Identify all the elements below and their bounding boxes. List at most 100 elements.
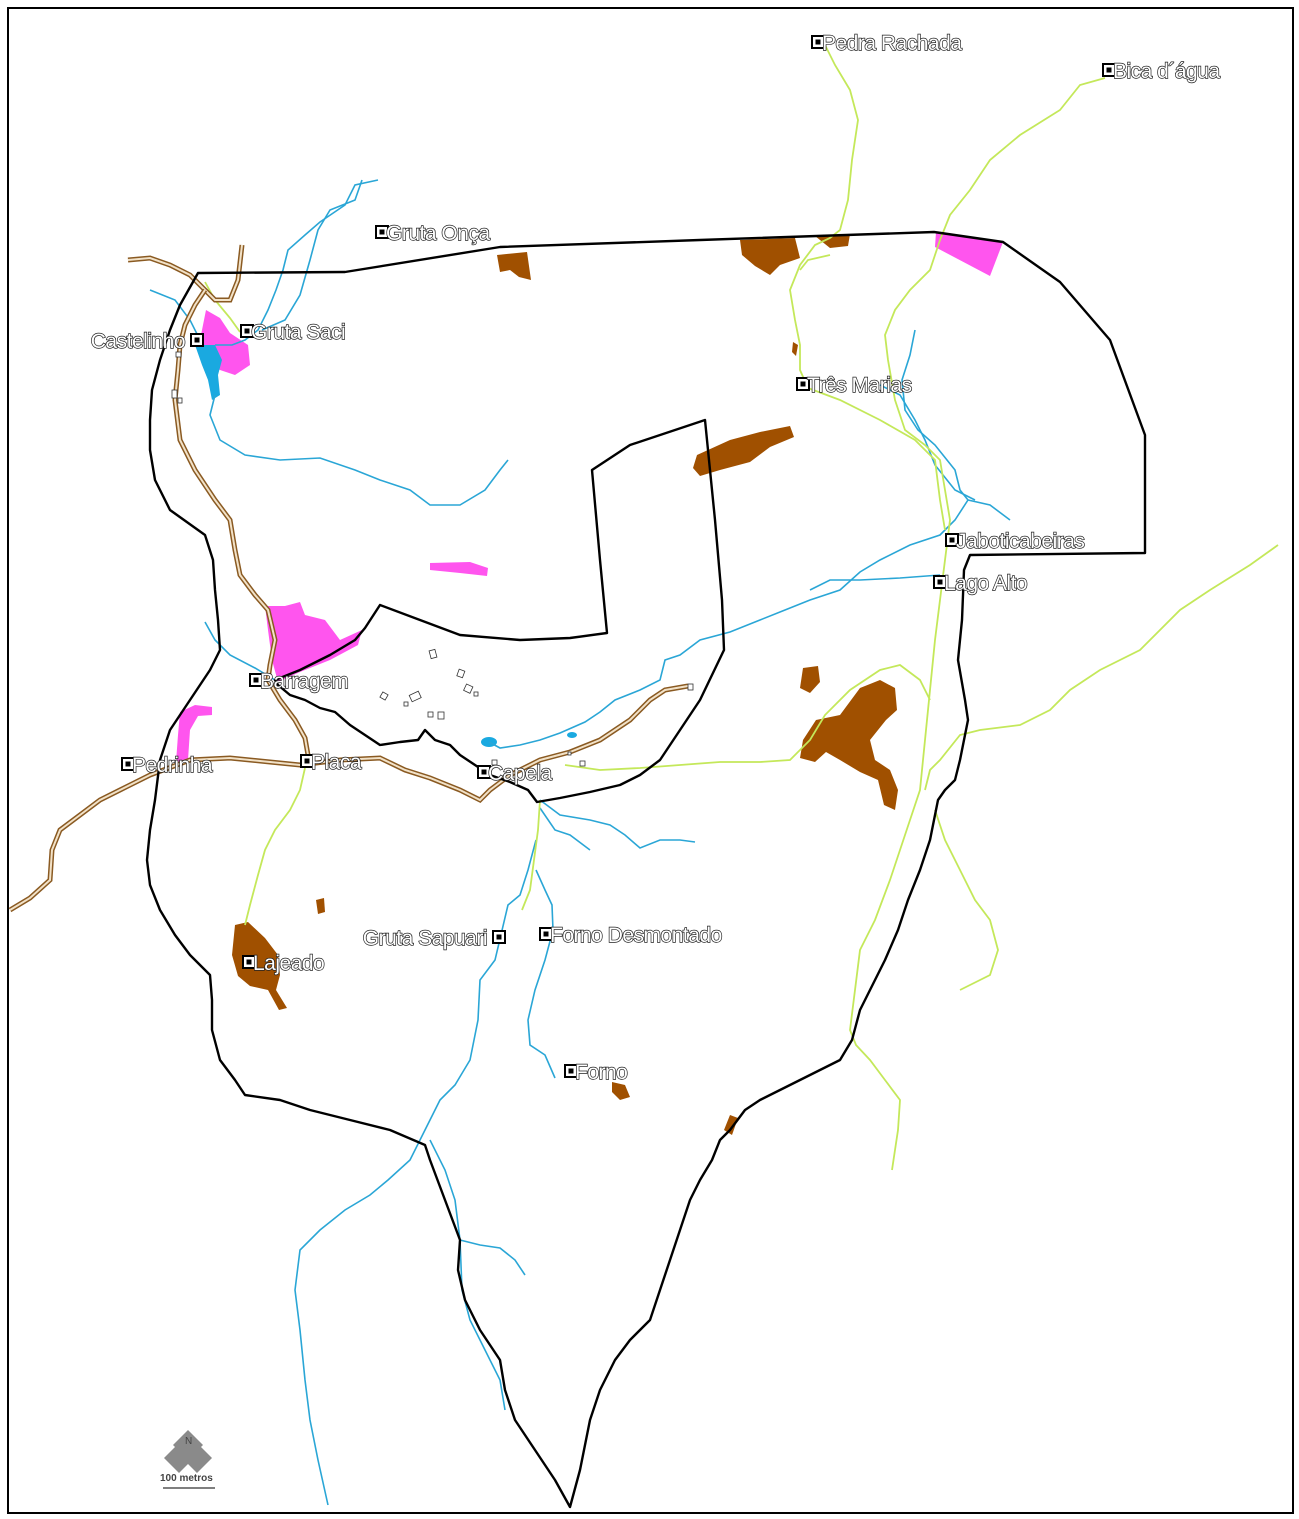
place-marker-icon <box>1102 63 1116 77</box>
building <box>687 683 694 691</box>
brown-patch <box>232 922 287 1010</box>
place-marker-icon <box>190 333 204 347</box>
place-marker-icon <box>300 754 314 768</box>
building <box>579 760 586 767</box>
building <box>456 668 466 679</box>
place-label: Lajeado <box>253 952 324 975</box>
river <box>209 394 509 506</box>
place-lago-alto[interactable]: Lago Alto <box>933 571 1028 596</box>
building <box>567 751 572 756</box>
place-tres-marias[interactable]: Três Marias <box>796 373 913 398</box>
building <box>177 397 183 404</box>
trail <box>799 254 831 271</box>
rivers <box>149 179 1011 1506</box>
place-pedra-rachada[interactable]: Pedra Rachada <box>811 31 963 56</box>
place-marker-icon <box>375 225 389 239</box>
pink-area <box>265 602 362 682</box>
place-label: Gruta Saci <box>251 321 345 344</box>
river <box>261 179 363 331</box>
building <box>175 351 182 358</box>
place-capela[interactable]: Capela <box>477 761 554 786</box>
place-label: Bica d´água <box>1113 60 1220 83</box>
place-castelinho[interactable]: Castelinho <box>90 329 204 354</box>
place-label: Castelinho <box>91 330 185 353</box>
brown-patch <box>740 238 800 275</box>
place-label: Barragem <box>260 670 348 693</box>
trail <box>924 544 1279 791</box>
place-label: Gruta Onça <box>386 222 490 245</box>
place-jaboticabeiras[interactable]: Jaboticabeiras <box>945 529 1086 554</box>
pink-area <box>935 232 1003 276</box>
north-arrow-icon: N <box>164 1430 212 1473</box>
building <box>408 690 422 703</box>
place-marker-icon <box>945 533 959 547</box>
place-gruta-saci[interactable]: Gruta Saci <box>240 320 346 345</box>
place-marker-icon <box>492 930 506 944</box>
place-marker-icon <box>539 927 553 941</box>
building <box>427 711 434 718</box>
river <box>879 384 976 501</box>
place-label: Três Marias <box>807 374 912 397</box>
brown-patch <box>815 234 850 248</box>
river <box>488 499 1011 749</box>
brown-patch <box>497 252 531 280</box>
place-placa[interactable]: Placa <box>300 750 363 775</box>
trail <box>564 664 931 771</box>
brown-patch <box>316 898 325 914</box>
place-label: Forno Desmontado <box>550 924 722 947</box>
boundary <box>145 230 1147 1509</box>
trail <box>521 799 541 911</box>
building <box>463 683 474 694</box>
place-marker-icon <box>933 575 947 589</box>
river <box>149 289 201 341</box>
trail <box>204 281 241 333</box>
north-letter: N <box>185 1436 192 1447</box>
place-gruta-onca[interactable]: Gruta Onça <box>375 221 492 246</box>
river <box>809 574 941 591</box>
area-boundary <box>145 230 1147 1509</box>
place-forno[interactable]: Forno <box>564 1060 629 1085</box>
water-body <box>567 732 577 738</box>
river <box>215 179 379 346</box>
pink-area <box>430 562 488 576</box>
buildings <box>171 351 694 767</box>
river <box>901 329 969 501</box>
place-gruta-sapuari[interactable]: Gruta Sapuari <box>362 926 506 951</box>
place-marker-icon <box>811 35 825 49</box>
trail <box>934 809 999 991</box>
trail <box>789 44 946 531</box>
place-label: Placa <box>311 751 362 774</box>
scale-bar: N 100 metros <box>160 1430 215 1489</box>
water-body <box>195 345 222 400</box>
building <box>437 711 445 720</box>
river <box>429 1139 526 1276</box>
building <box>428 648 438 660</box>
place-label: Gruta Sapuari <box>363 927 487 950</box>
building <box>379 691 389 701</box>
brown-patch <box>612 1082 630 1100</box>
place-bica-dagua[interactable]: Bica d´água <box>1102 59 1222 84</box>
river <box>204 621 276 681</box>
pink-area <box>176 705 212 762</box>
place-label: Jaboticabeiras <box>956 530 1084 553</box>
place-lajeado[interactable]: Lajeado <box>242 951 325 976</box>
place-marker-icon <box>242 955 256 969</box>
scale-label: 100 metros <box>160 1473 213 1484</box>
place-label: Forno <box>575 1061 627 1084</box>
brown-patch <box>724 1115 738 1135</box>
brown-patch <box>800 680 898 810</box>
place-forno-desmontado[interactable]: Forno Desmontado <box>539 923 723 948</box>
forest-patches <box>232 234 898 1135</box>
building <box>403 701 409 707</box>
place-label: Capela <box>488 762 552 785</box>
brown-patch <box>800 666 820 693</box>
river <box>527 869 556 1079</box>
place-pedrinha[interactable]: Pedrinha <box>121 753 214 778</box>
trail <box>244 767 306 926</box>
place-label: Pedrinha <box>132 754 213 777</box>
place-marker-icon <box>121 757 135 771</box>
building <box>171 389 178 399</box>
place-barragem[interactable]: Barragem <box>249 669 349 694</box>
